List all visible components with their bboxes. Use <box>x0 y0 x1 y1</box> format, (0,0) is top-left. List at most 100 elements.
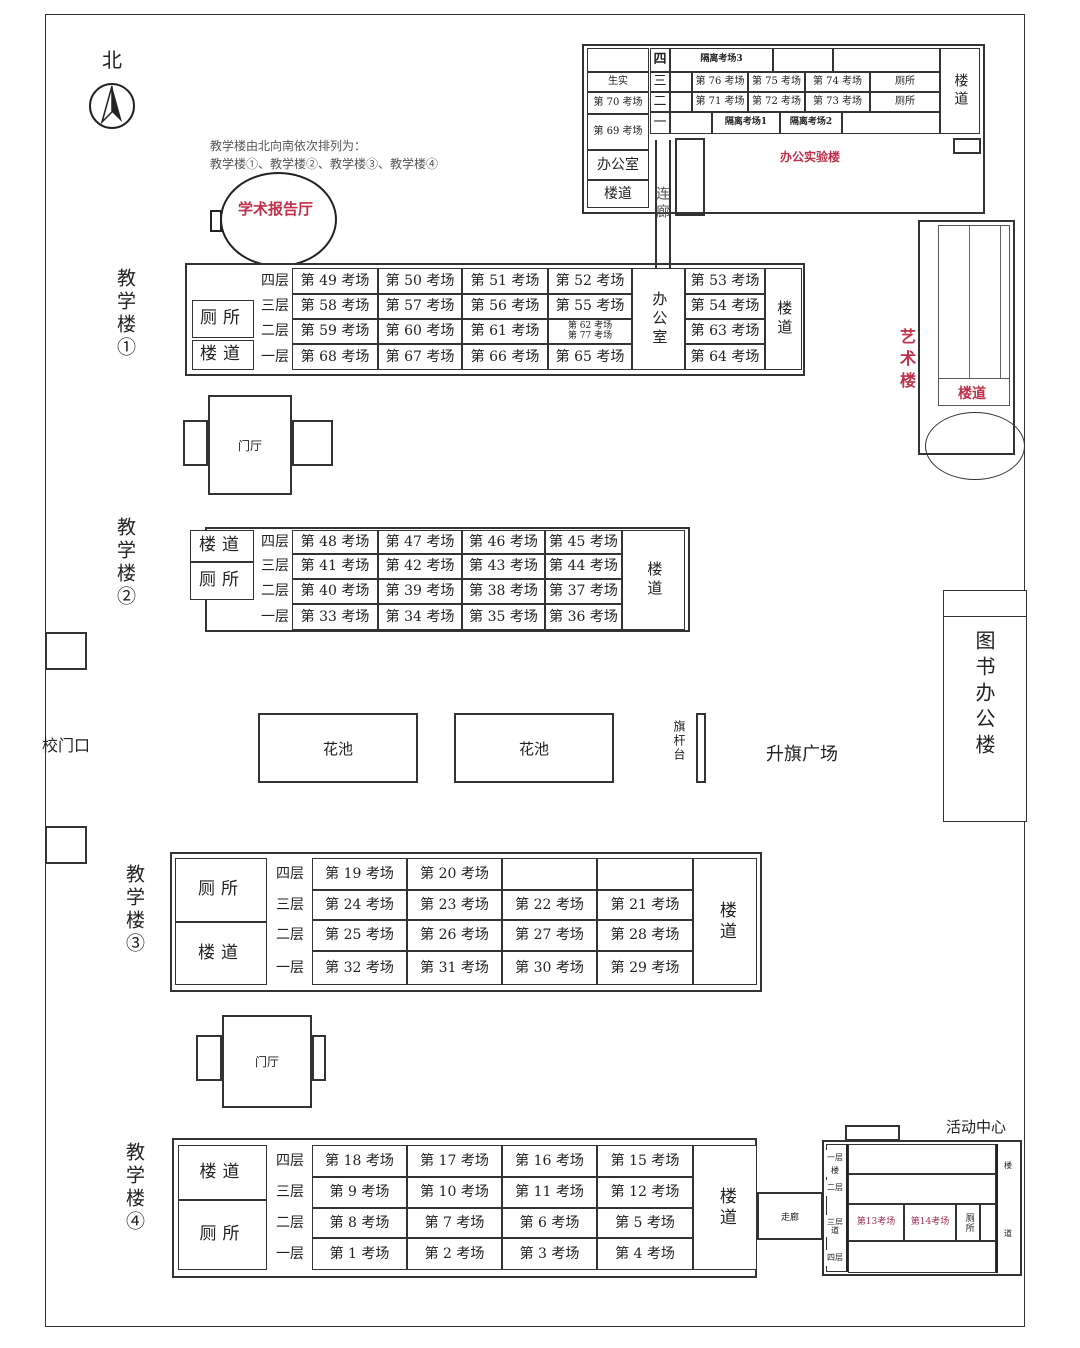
building3-stairs[interactable]: 楼道 <box>175 922 267 985</box>
office-left-room[interactable]: 第 70 考场 <box>587 92 649 114</box>
exam-room[interactable]: 第 29 考场 <box>597 951 693 985</box>
exam-room[interactable]: 第 17 考场 <box>407 1145 502 1177</box>
lobby-2[interactable]: 门厅 <box>222 1015 312 1108</box>
exam-room[interactable]: 第 6 考场 <box>502 1208 597 1238</box>
exam-room[interactable]: 第 8 考场 <box>312 1208 407 1238</box>
exam-room[interactable]: 第 53 考场 <box>685 268 765 294</box>
exam-room[interactable]: 第 3 考场 <box>502 1238 597 1270</box>
exam-room[interactable]: 第 48 考场 <box>292 530 378 554</box>
building1-stairs-right[interactable]: 楼道 <box>765 268 802 370</box>
exam-room[interactable]: 第 38 考场 <box>462 579 545 604</box>
library-building[interactable] <box>943 590 1027 822</box>
building1-stairs[interactable]: 楼道 <box>192 340 254 370</box>
exam-room[interactable]: 第 64 考场 <box>685 344 765 370</box>
exam-room[interactable]: 第 1 考场 <box>312 1238 407 1270</box>
exam-room[interactable]: 第 37 考场 <box>545 579 622 604</box>
office_building-stairs[interactable]: 楼道 <box>940 48 980 134</box>
building4-stairs-right[interactable]: 楼道 <box>693 1145 757 1270</box>
exam-room[interactable]: 第 61 考场 <box>462 319 548 344</box>
exam-room[interactable]: 第 39 考场 <box>378 579 462 604</box>
exam-room[interactable]: 第 59 考场 <box>292 319 378 344</box>
exam-room[interactable]: 第 27 考场 <box>502 920 597 951</box>
report-hall[interactable] <box>220 172 337 267</box>
exam-room[interactable]: 第 47 考场 <box>378 530 462 554</box>
exam-room[interactable]: 第 36 考场 <box>545 604 622 630</box>
office-room[interactable]: 第 76 考场 <box>692 72 748 92</box>
isolation-room-2[interactable]: 隔离考场2 <box>780 112 842 134</box>
exam-room[interactable]: 第 16 考场 <box>502 1145 597 1177</box>
exam-room[interactable]: 第 2 考场 <box>407 1238 502 1270</box>
exam-room[interactable]: 第 35 考场 <box>462 604 545 630</box>
exam-room[interactable]: 第13考场 <box>848 1204 904 1241</box>
exam-room[interactable]: 第 31 考场 <box>407 951 502 985</box>
exam-room[interactable]: 第 32 考场 <box>312 951 407 985</box>
exam-room[interactable]: 第 40 考场 <box>292 579 378 604</box>
exam-room[interactable]: 第 28 考场 <box>597 920 693 951</box>
office-room[interactable]: 厕所 <box>870 72 940 92</box>
exam-room[interactable]: 第 68 考场 <box>292 344 378 370</box>
exam-room[interactable]: 第 58 考场 <box>292 294 378 319</box>
building3-toilet[interactable]: 厕所 <box>175 858 267 922</box>
exam-room[interactable]: 第 56 考场 <box>462 294 548 319</box>
exam-room[interactable]: 第 57 考场 <box>378 294 462 319</box>
exam-room[interactable]: 第 52 考场 <box>548 268 632 294</box>
building4-stairs[interactable]: 楼道 <box>178 1145 267 1200</box>
exam-room[interactable]: 第 42 考场 <box>378 554 462 579</box>
activity_center-toilet[interactable]: 厕所 <box>956 1204 980 1241</box>
exam-room[interactable]: 第 30 考场 <box>502 951 597 985</box>
exam-room[interactable]: 第 19 考场 <box>312 858 407 890</box>
exam-room[interactable]: 第 46 考场 <box>462 530 545 554</box>
exam-room[interactable]: 第 26 考场 <box>407 920 502 951</box>
exam-room[interactable]: 第 21 考场 <box>597 890 693 920</box>
exam-room[interactable]: 第 33 考场 <box>292 604 378 630</box>
office-room[interactable]: 第 71 考场 <box>692 92 748 112</box>
exam-room[interactable]: 第 41 考场 <box>292 554 378 579</box>
exam-room[interactable]: 第 63 考场 <box>685 319 765 344</box>
exam-room[interactable]: 第 67 考场 <box>378 344 462 370</box>
isolation-room-3[interactable]: 隔离考场3 <box>670 48 773 72</box>
lobby-1[interactable]: 门厅 <box>208 395 292 495</box>
exam-room[interactable]: 第 9 考场 <box>312 1177 407 1208</box>
office-left-room[interactable]: 楼道 <box>587 180 649 208</box>
exam-room[interactable]: 第 54 考场 <box>685 294 765 319</box>
exam-room[interactable]: 第 18 考场 <box>312 1145 407 1177</box>
exam-room[interactable]: 第 11 考场 <box>502 1177 597 1208</box>
exam-room[interactable]: 第 62 考场 第 77 考场 <box>548 319 632 344</box>
exam-room[interactable]: 第 25 考场 <box>312 920 407 951</box>
exam-room[interactable]: 第 45 考场 <box>545 530 622 554</box>
exam-room[interactable]: 第 60 考场 <box>378 319 462 344</box>
exam-room[interactable]: 第 43 考场 <box>462 554 545 579</box>
exam-room[interactable] <box>502 858 597 890</box>
exam-room[interactable]: 第 34 考场 <box>378 604 462 630</box>
office-room[interactable]: 第 74 考场 <box>805 72 870 92</box>
building3-stairs-right[interactable]: 楼道 <box>693 858 757 985</box>
exam-room[interactable]: 第 10 考场 <box>407 1177 502 1208</box>
exam-room[interactable]: 第 50 考场 <box>378 268 462 294</box>
office-room[interactable]: 第 73 考场 <box>805 92 870 112</box>
office-room[interactable]: 厕所 <box>870 92 940 112</box>
exam-room[interactable]: 第 12 考场 <box>597 1177 693 1208</box>
exam-room[interactable] <box>597 858 693 890</box>
exam-room[interactable]: 第 22 考场 <box>502 890 597 920</box>
exam-room[interactable]: 第 5 考场 <box>597 1208 693 1238</box>
exam-room[interactable]: 第14考场 <box>904 1204 956 1241</box>
exam-room[interactable]: 第 66 考场 <box>462 344 548 370</box>
building4-toilet[interactable]: 厕所 <box>178 1200 267 1270</box>
office-room[interactable]: 第 75 考场 <box>748 72 805 92</box>
office-left-room[interactable]: 第 69 考场 <box>587 114 649 150</box>
exam-room[interactable]: 第 15 考场 <box>597 1145 693 1177</box>
building1-office[interactable]: 办公室 <box>632 268 685 370</box>
exam-room[interactable]: 第 7 考场 <box>407 1208 502 1238</box>
exam-room[interactable]: 第 23 考场 <box>407 890 502 920</box>
exam-room[interactable]: 第 44 考场 <box>545 554 622 579</box>
exam-room[interactable]: 第 49 考场 <box>292 268 378 294</box>
exam-room[interactable]: 第 65 考场 <box>548 344 632 370</box>
office-room[interactable]: 第 72 考场 <box>748 92 805 112</box>
building2-toilet[interactable]: 厕所 <box>190 562 254 600</box>
office-left-room[interactable]: 办公室 <box>587 150 649 180</box>
exam-room[interactable]: 第 55 考场 <box>548 294 632 319</box>
isolation-room-1[interactable]: 隔离考场1 <box>712 112 780 134</box>
building2-stairs[interactable]: 楼道 <box>190 530 254 562</box>
exam-room[interactable]: 第 20 考场 <box>407 858 502 890</box>
building1-toilet[interactable]: 厕所 <box>192 300 254 338</box>
